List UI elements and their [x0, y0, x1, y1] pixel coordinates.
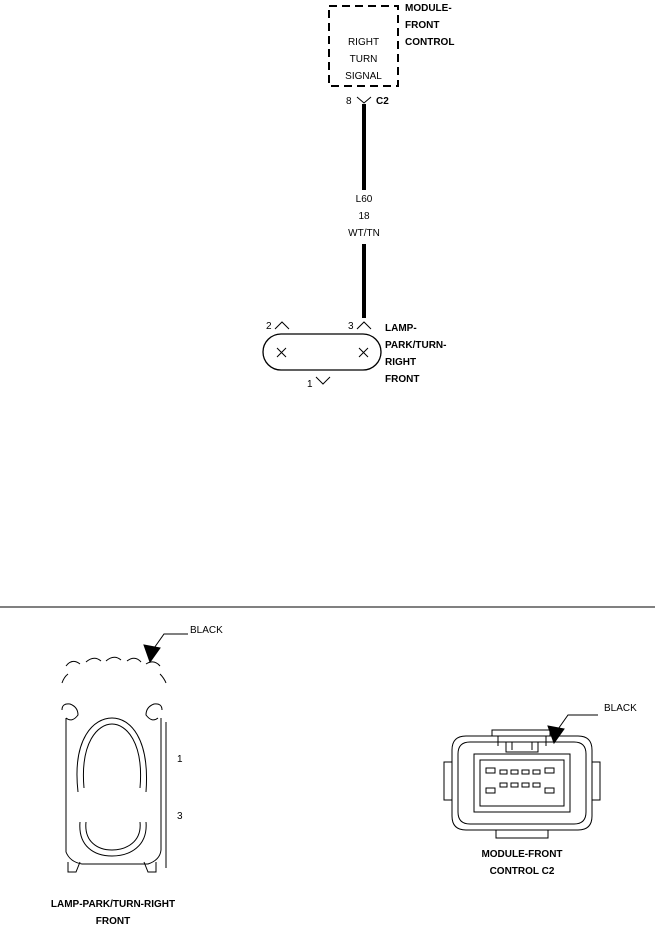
lamp-name: LAMP- PARK/TURN- RIGHT FRONT: [385, 323, 447, 385]
module-pin-number: 8: [346, 96, 352, 107]
module-name: MODULE- FRONT CONTROL: [405, 3, 455, 48]
module-callout-label: BLACK: [604, 703, 637, 714]
module-box: [328, 5, 399, 87]
module-connector-id: C2: [376, 96, 389, 107]
lamp-pin-1: 1: [307, 379, 313, 390]
module-pin-chevron: [356, 96, 372, 104]
lamp-pin-3: 3: [348, 321, 354, 332]
lamp-pin-3-chevron: [356, 321, 372, 330]
lamp-x-left: [276, 347, 287, 358]
lamp-view-pin-b: 3: [177, 811, 183, 822]
wire-circuit: L60: [355, 194, 373, 205]
lamp-pin-2-chevron: [274, 321, 290, 330]
wire-label: L60 18 WT/TN: [334, 191, 394, 242]
module-view-caption: MODULE-FRONT CONTROL C2: [481, 849, 563, 877]
lamp-pin-1-chevron: [315, 376, 331, 385]
lamp-body: [262, 333, 382, 371]
module-connector-view: [443, 714, 601, 839]
lamp-connector-view: [61, 633, 188, 873]
lamp-view-caption: LAMP-PARK/TURN-RIGHT FRONT: [50, 899, 176, 927]
lamp-x-right: [358, 347, 369, 358]
wire-gauge: 18: [358, 211, 370, 222]
lamp-pin-2: 2: [266, 321, 272, 332]
lamp-callout-label: BLACK: [190, 625, 223, 636]
lamp-view-pin-a: 1: [177, 754, 183, 765]
wire-color: WT/TN: [348, 228, 380, 239]
module-function: RIGHT TURN SIGNAL: [345, 37, 382, 82]
